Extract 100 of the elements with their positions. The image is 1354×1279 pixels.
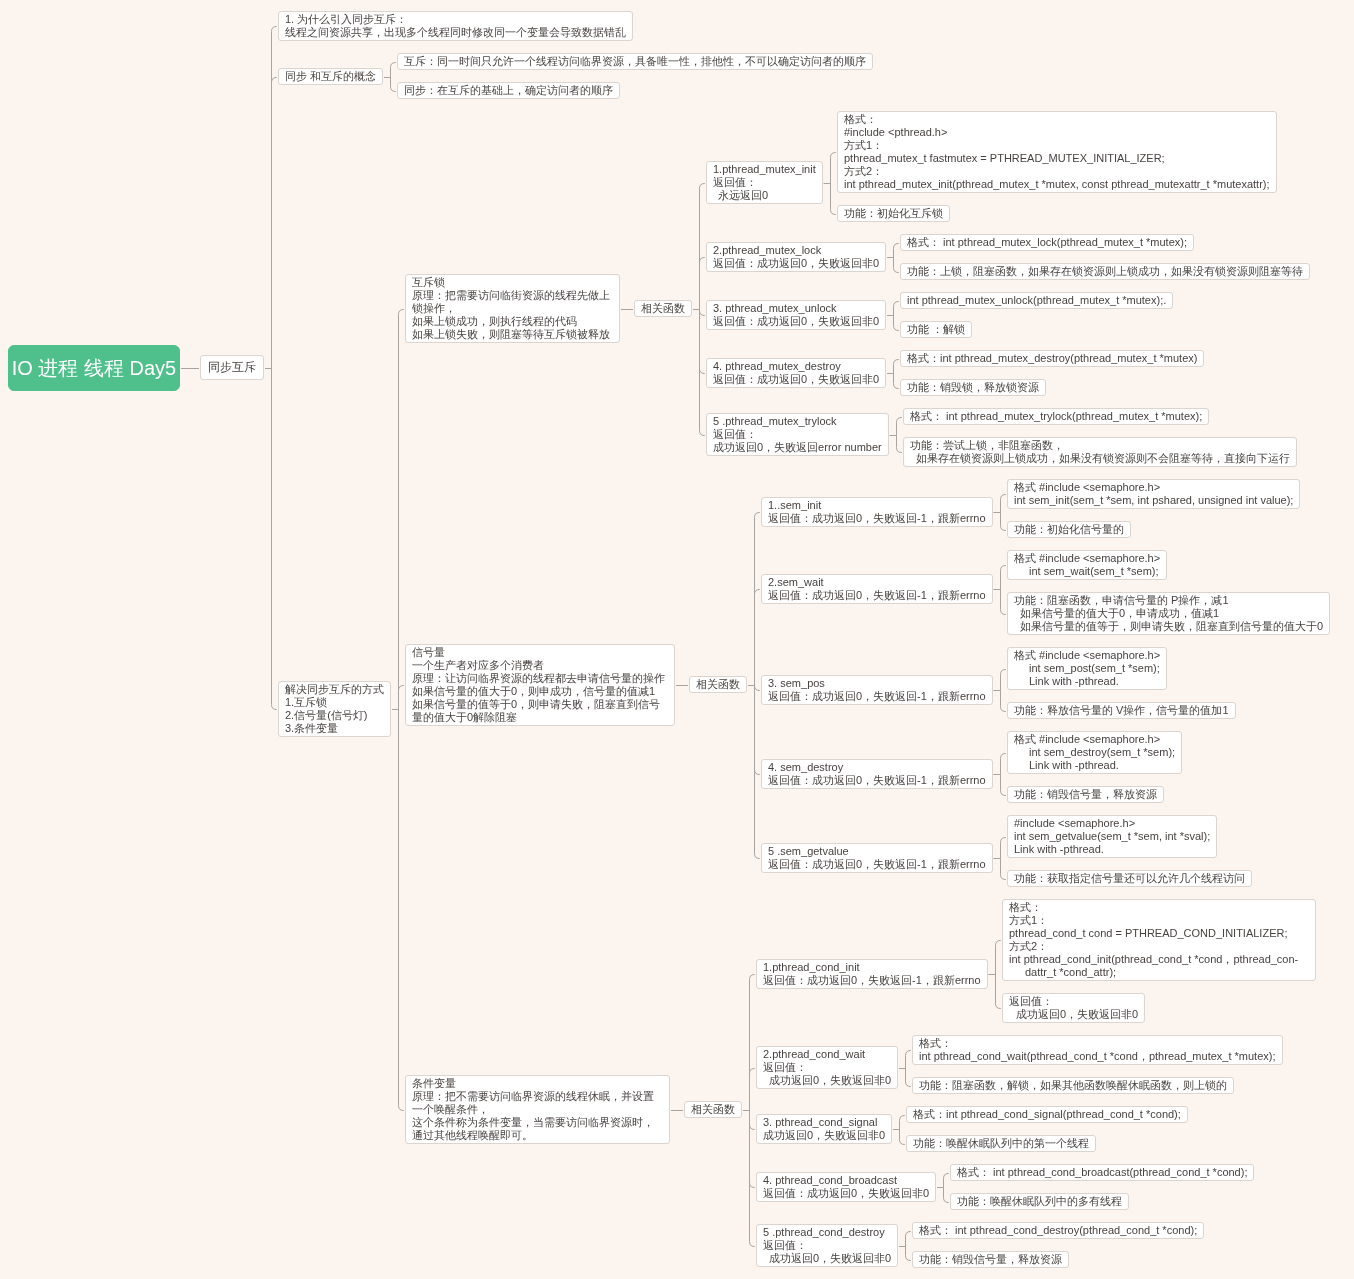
topic-text: 1.pthread_cond_init [763,961,861,974]
topic-text: 5 .pthread_mutex_trylock [713,415,838,428]
topic-text: 相关函数 [696,678,740,691]
topic-box [900,292,1174,309]
topic-text: 功能：尝试上锁，非阻塞函数， [910,439,1065,452]
topic-text: 5 .pthread_cond_destroy [763,1226,886,1239]
topic-text: 返回值： [713,428,758,441]
connector-line [993,690,1007,712]
topic-box [756,1224,899,1267]
topic-box [1007,786,1164,803]
topic-box [278,11,633,41]
topic-box [1007,815,1218,858]
topic-text: 同步：在互斥的基础上，确定访问者的顺序 [404,84,613,97]
topic-box [1007,521,1131,538]
topic-text: 如果存在锁资源则上锁成功，如果没有锁资源则不会阻塞等待，直接向下运行 [915,452,1290,465]
topic-text: 返回值：成功返回0，失败返回非0 [713,315,880,328]
central-topic [8,345,180,391]
topic-box [900,321,973,338]
topic-box [397,53,873,70]
topic-box [1007,647,1168,690]
topic-text: IO 进程 线程 Day5 [11,356,177,380]
topic-box [950,1193,1129,1210]
topic-box [706,413,889,456]
topic-box [900,379,1046,396]
topic-text: 功能：阻塞函数，申请信号量的 P操作，减1 [1014,594,1230,607]
topic-box [684,1101,742,1118]
topic-text: 3.条件变量 [285,722,340,735]
topic-box [912,1077,1234,1094]
topic-box [900,234,1195,251]
topic-box [1002,993,1146,1023]
topic-box [761,759,993,789]
topic-text: 返回值： [763,1239,808,1252]
connector-line [993,858,1007,880]
topic-text: 返回值：成功返回0，失败返回非0 [713,373,880,386]
topic-text: int sem_init(sem_t *sem, int pshared, unsigned int value); [1014,494,1294,507]
topic-text: 功能 ：解锁 [907,323,966,336]
topic-text: 同步互斥 [208,360,256,375]
topic-text: 3. pthread_cond_signal [763,1116,879,1129]
topic-text: 返回值：成功返回0，失败返回-1，跟新errno [768,589,986,602]
connector-line [620,309,634,310]
topic-text: 格式： [919,1037,953,1050]
topic-text: int pthread_mutex_unlock(pthread_mutex_t *mutex);. [907,294,1167,307]
topic-text: pthread_cond_t cond = PTHREAD_COND_INITIALIZER; [1009,927,1289,940]
connector-line [898,1068,912,1087]
topic-box [278,68,384,85]
topic-text: #include <semaphore.h> [1014,817,1137,830]
connector-line [993,589,1007,615]
topic-text: Link with -pthread. [1028,759,1120,772]
topic-box [912,1251,1069,1268]
topic-text: 原理：让访问临界资源的线程都去申请信号量的操作 [412,672,666,685]
topic-box [706,358,887,388]
topic-box [405,644,675,726]
topic-box [756,959,988,989]
topic-box [1007,870,1252,887]
topic-text: 方式1： [1009,914,1050,927]
connector-line [993,774,1007,796]
topic-text: 4. pthread_cond_broadcast [763,1174,898,1187]
topic-box [837,111,1277,193]
topic-text: int pthread_cond_init(pthread_cond_t *cond，pthread_con- dattr_t *cond_attr); [1009,953,1300,979]
topic-text: Link with -pthread. [1028,675,1120,688]
topic-box [1007,702,1236,719]
topic-text: 功能：销毁锁，释放锁资源 [907,381,1039,394]
topic-text: 解决同步互斥的方式 [285,683,384,696]
topic-text: 返回值：成功返回0，失败返回-1，跟新errno [768,690,986,703]
topic-text: 线程之间资源共享，出现多个线程同时修改同一个变量会导致数据错乱 [285,26,626,39]
topic-box [200,355,264,380]
topic-text: 返回值：成功返回0，失败返回-1，跟新errno [768,512,986,525]
topic-box [706,161,823,204]
topic-text: int sem_destroy(sem_t *sem); [1028,746,1176,759]
topic-text: 功能：销毁信号量，释放资源 [1014,788,1157,801]
topic-text: 返回值：成功返回0，失败返回-1，跟新errno [763,974,981,987]
topic-text: 返回值： [763,1061,808,1074]
connector-line [889,435,903,453]
topic-box [689,676,747,693]
topic-text: 功能：初始化信号量的 [1014,523,1124,536]
topic-text: 返回值：成功返回0，失败返回非0 [763,1187,930,1200]
topic-text: 相关函数 [691,1103,735,1116]
connector-line [886,257,900,273]
topic-text: Link with -pthread. [1014,843,1105,856]
topic-text: 同步 和互斥的概念 [285,70,377,83]
topic-text: 功能：销毁信号量，释放资源 [919,1253,1062,1266]
topic-text: 方式2： [1009,940,1050,953]
topic-box [1007,731,1183,774]
topic-text: 如果信号量的值等于，则申请失败，阻塞直到信号量的值大于0 [1019,620,1324,633]
topic-text: 4. pthread_mutex_destroy [713,360,842,373]
topic-text: 成功返回0，失败返回非0 [768,1252,892,1265]
topic-text: 格式 #include <semaphore.h> [1014,733,1162,746]
topic-text: int sem_getvalue(sem_t *sem, int *sval); [1014,830,1211,843]
topic-text: 功能：阻塞函数，解锁，如果其他函数唤醒休眠函数，则上锁的 [919,1079,1227,1092]
topic-text: 返回值： [1009,995,1054,1008]
topic-text: 1.pthread_mutex_init [713,163,816,176]
topic-text: 格式 #include <semaphore.h> [1014,552,1161,565]
topic-text: 返回值：成功返回0，失败返回-1，跟新errno [768,774,986,787]
topic-text: 原理：把不需要访问临界资源的线程休眠，并设置一个唤醒条件， [412,1090,655,1116]
topic-text: pthread_mutex_t fastmutex = PTHREAD_MUTEX_INITIAL_IZER; [844,152,1166,165]
topic-text: int sem_wait(sem_t *sem); [1028,565,1160,578]
topic-text: 成功返回0，失败返回非0 [1015,1008,1139,1021]
topic-text: 2.sem_wait [768,576,825,589]
topic-text: 格式： [1009,901,1043,914]
topic-text: 格式：int pthread_cond_signal(pthread_cond_t *cond); [913,1108,1181,1121]
